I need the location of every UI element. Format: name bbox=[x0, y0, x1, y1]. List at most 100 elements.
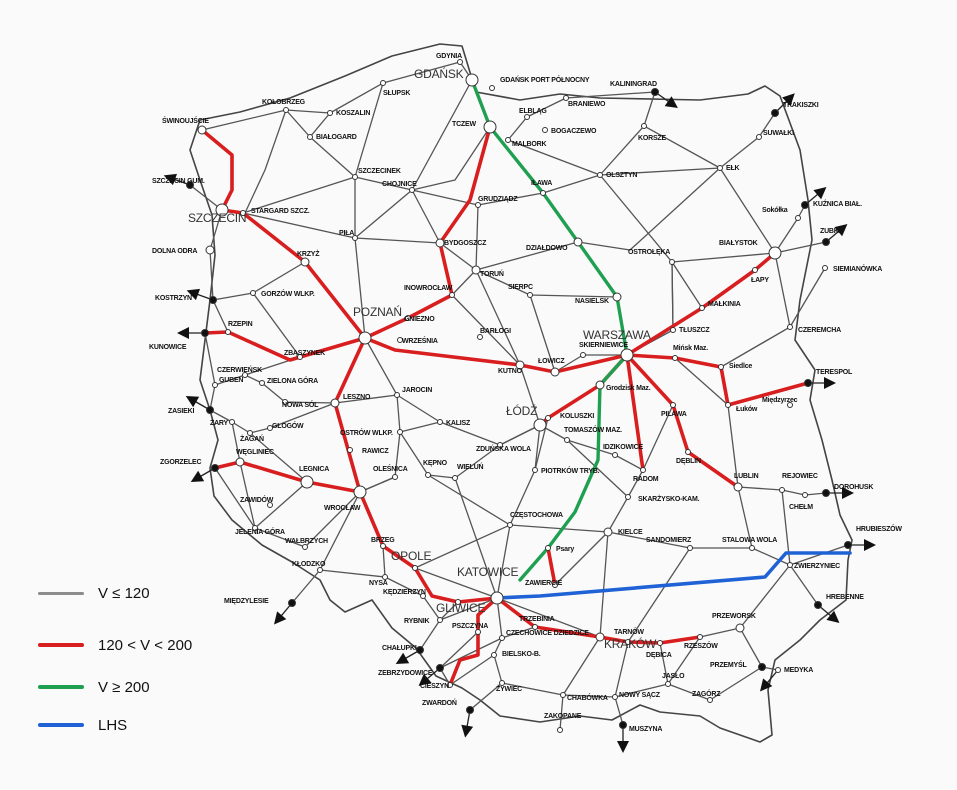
station-node-kedzierzyn bbox=[420, 593, 426, 599]
station-node-ostroleka bbox=[669, 259, 675, 265]
conventional-line bbox=[449, 654, 495, 686]
station-node-katowice bbox=[490, 591, 504, 605]
conventional-line bbox=[539, 424, 644, 471]
station-label-miedzylesie: MIĘDZYLESIE bbox=[224, 598, 269, 605]
station-node-piotrkow bbox=[532, 467, 538, 473]
upgraded-line bbox=[546, 546, 557, 587]
station-node-chelm bbox=[802, 492, 808, 498]
station-label-elk: EŁK bbox=[726, 165, 740, 172]
conventional-line bbox=[242, 212, 618, 298]
station-label-zary: ŻARY bbox=[210, 419, 229, 427]
station-label-dzialdowo: DZIAŁDOWO bbox=[526, 245, 568, 252]
station-label-nowysacz: NOWY SĄCZ bbox=[619, 692, 661, 699]
conventional-line bbox=[309, 112, 776, 206]
station-label-chabowka: CHABÓWKA bbox=[567, 693, 608, 702]
station-node-cieszyn bbox=[447, 682, 453, 688]
legend-item-upgraded: 120 < V < 200 bbox=[30, 635, 192, 655]
legend-swatch bbox=[38, 643, 84, 647]
conventional-line bbox=[674, 357, 729, 406]
upgraded-line bbox=[625, 353, 740, 489]
conventional-line bbox=[501, 626, 536, 639]
station-label-bogaczewo: BOGACZEWO bbox=[551, 128, 597, 135]
station-label-nasielsk: NASIELSK bbox=[575, 298, 609, 305]
legend-label: 120 < V < 200 bbox=[98, 636, 193, 654]
station-node-wroclaw bbox=[353, 485, 367, 499]
station-label-kepno: KĘPNO bbox=[423, 460, 448, 467]
station-label-siemianowka: SIEMIANÓWKA bbox=[833, 264, 882, 273]
station-node-elk bbox=[717, 165, 723, 171]
conventional-line bbox=[507, 91, 656, 176]
conventional-line bbox=[507, 91, 656, 141]
station-node-kutno bbox=[515, 360, 525, 370]
high-speed-lines bbox=[470, 78, 629, 582]
station-label-psary: Psary bbox=[556, 546, 574, 553]
station-label-bydgoszcz: BYDGOSZCZ bbox=[444, 240, 487, 247]
station-node-opole bbox=[412, 565, 418, 571]
conventional-line bbox=[475, 241, 579, 271]
station-label-wegliniec: WĘGLINIEC bbox=[236, 449, 274, 456]
station-label-stalowawola: STALOWA WOLA bbox=[722, 537, 777, 544]
station-node-ostrow bbox=[397, 429, 403, 435]
conventional-line bbox=[509, 524, 609, 533]
station-label-gniezno: GNIEZNO bbox=[404, 316, 435, 323]
station-node-zawiercie bbox=[552, 582, 558, 588]
station-node-bogaczewo bbox=[542, 127, 548, 133]
station-label-opole: OPOLE bbox=[391, 549, 432, 563]
upgraded-line bbox=[363, 125, 492, 340]
station-node-miedzyrzec bbox=[787, 402, 793, 408]
station-node-wegliniec bbox=[235, 457, 245, 467]
legend-swatch bbox=[38, 723, 84, 727]
station-label-przemysl: PRZEMYŚL bbox=[710, 660, 747, 669]
station-node-zwierzyniec bbox=[787, 562, 793, 568]
station-label-kunowice: KUNOWICE bbox=[149, 344, 187, 351]
station-node-zielonagora bbox=[259, 380, 265, 386]
station-node-malbork bbox=[505, 137, 511, 143]
conventional-line bbox=[501, 636, 701, 698]
station-node-czeremcha bbox=[787, 324, 793, 330]
station-label-zywiec: ŻYWIEC bbox=[496, 685, 522, 693]
station-node-bydgoszcz bbox=[435, 238, 445, 248]
conventional-line bbox=[212, 299, 229, 333]
station-node-olsztyn bbox=[597, 172, 603, 178]
station-label-olesnica: OLEŚNICA bbox=[373, 464, 408, 473]
conventional-line bbox=[789, 267, 826, 328]
station-label-trzebinia: TRZEBINIA bbox=[519, 616, 555, 623]
station-node-chalupki bbox=[416, 646, 424, 654]
station-label-czeremcha: CZEREMCHA bbox=[798, 327, 841, 334]
station-label-chelm: CHEŁM bbox=[789, 504, 813, 511]
conventional-line bbox=[737, 486, 827, 496]
station-node-elblag bbox=[524, 114, 530, 120]
stations bbox=[186, 59, 852, 733]
station-node-siedlce bbox=[718, 364, 724, 370]
station-label-idzikowice: IDZIKOWICE bbox=[603, 444, 644, 451]
station-label-siedlce: Siedlce bbox=[729, 363, 752, 370]
station-node-zwardon bbox=[466, 706, 474, 714]
station-node-skarzysko bbox=[625, 494, 631, 500]
station-label-tczew: TCZEW bbox=[452, 121, 476, 128]
conventional-line bbox=[475, 204, 479, 271]
station-label-lodz: ŁÓDŹ bbox=[506, 403, 537, 418]
station-node-przemysl bbox=[758, 663, 766, 671]
conventional-line bbox=[751, 544, 849, 566]
station-node-rejowiec bbox=[779, 487, 785, 493]
conventional-line bbox=[399, 421, 441, 433]
station-label-torun: TORUŃ bbox=[480, 269, 504, 278]
station-node-stalowawola bbox=[749, 545, 755, 551]
station-node-minsk bbox=[672, 355, 678, 361]
station-label-lowicz: ŁOWICZ bbox=[538, 358, 565, 365]
station-node-tarnow bbox=[625, 639, 631, 645]
station-label-bielsko: BIELSKO-B. bbox=[502, 651, 541, 658]
station-node-barlogi bbox=[477, 334, 483, 340]
station-node-wrzesnia bbox=[397, 337, 403, 343]
station-label-tluszcz: TŁUSZCZ bbox=[679, 327, 710, 334]
station-node-krzyz bbox=[300, 257, 310, 267]
station-node-olesnica bbox=[392, 474, 398, 480]
station-label-radom: RADOM bbox=[633, 476, 659, 483]
station-label-sandomierz: SANDOMIERZ bbox=[646, 537, 692, 544]
station-label-stargard: STARGARD SZCZ. bbox=[251, 208, 310, 215]
station-node-klodzko bbox=[317, 567, 323, 573]
conventional-line bbox=[659, 642, 669, 685]
station-label-swinoujscie: ŚWINOUJŚCIE bbox=[162, 116, 209, 125]
border-outline bbox=[189, 43, 853, 743]
station-label-ostrow: OSTRÓW WLKP. bbox=[340, 428, 393, 437]
